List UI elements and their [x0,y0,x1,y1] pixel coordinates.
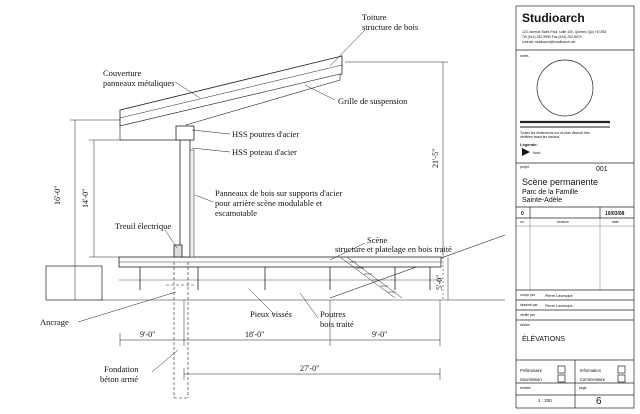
dim-height-16: 16'-0" [53,186,62,205]
firm-name: Studioarch [522,11,585,25]
page-label: page [579,386,587,390]
revision-date: 10/03/08 [605,211,625,217]
label-steel-column: HSS poteau d'acier [232,147,297,157]
scale-label: échelle [520,386,531,390]
north-arrow-icon [522,148,530,156]
status-tender: Soumission [520,377,542,382]
designed-by: Pierre Lavesque [545,294,573,298]
sheet-label: dessin [520,323,530,327]
label-cover: Couverture [103,68,141,78]
project-sub-2: Sainte-Adèle [522,197,562,204]
label-roof: Toiture [362,12,387,22]
designed-by-label: conçu par [520,293,536,297]
label-grille: Grille de suspension [338,96,408,106]
label-roof-structure: structure de bois [362,22,418,32]
label-panels-3: escamotable [215,208,257,218]
label-stage-structure: structure et platelage en bois traité [335,244,452,254]
label-foundation-2: béton armé [100,374,138,384]
notes-label: notes [520,54,529,58]
label-panels-1: Panneaux de bois sur supports d'acier [215,188,343,198]
label-steel-beams: HSS poutres d'acier [232,129,299,139]
sheet-title: ÉLÉVATIONS [522,334,565,343]
label-anchor: Ancrage [40,317,69,327]
notes-text-1: Toutes les dimensions sur ce plan devron… [520,131,590,135]
legend-label: Légende: [520,142,538,147]
dim-width-9-right: 9'-0" [372,330,387,339]
label-wood-beams-1: Poutres [320,309,346,319]
drawn-by: Pierre Lavesque [545,304,573,308]
dim-height-5: 5'-0" [435,275,444,290]
page-number: 6 [596,396,602,407]
firm-email: courriel: studioarch@studioarch.net [522,40,575,44]
status-information: Information [580,368,602,373]
revision-header-date: date [612,220,619,224]
dim-width-18: 18'-0" [245,330,264,339]
revision-header-desc: révision [557,220,569,224]
status-comment: Commentaire [580,377,606,382]
label-panels-2: pour arrière scène modulable et [215,198,323,208]
dim-height-14: 14'-0" [81,189,90,208]
status-preliminary: Préliminaire [520,368,543,373]
label-stage: Scène [367,235,388,245]
firm-phone: Tél (514) 252-9999 Fax (514) 252-8073 [522,35,582,39]
dim-width-9-left: 9'-0" [140,330,155,339]
notes-text-2: vérifiées avant les travaux. [520,135,560,139]
title-block-frame [515,5,635,409]
label-piles: Pieux vissés [250,309,292,319]
label-winch: Treuil électrique [115,221,171,231]
label-cover-panels: panneaux métaliques [103,78,175,88]
project-number: 001 [596,166,608,173]
dim-width-27: 27'-0" [300,364,319,373]
legend-item: Nord [533,151,540,155]
project-title: Scène permanente [522,177,598,187]
label-wood-beams-2: bois traité [320,319,354,329]
label-foundation-1: Fondation [104,364,139,374]
project-label: projet [520,165,529,169]
firm-address: 123, avenue Saint-Paul, suite 100, Québe… [522,30,607,34]
revision-header-no: no. [520,220,525,224]
project-sub-1: Parc de la Famille [522,189,578,196]
dim-height-21: 21'-5" [431,149,440,168]
checked-by-label: vérifié par [520,313,536,317]
scale-value: 1 : 200 [538,398,552,403]
drawn-by-label: dessiné par [520,303,538,307]
revision-number: 0 [521,211,524,217]
